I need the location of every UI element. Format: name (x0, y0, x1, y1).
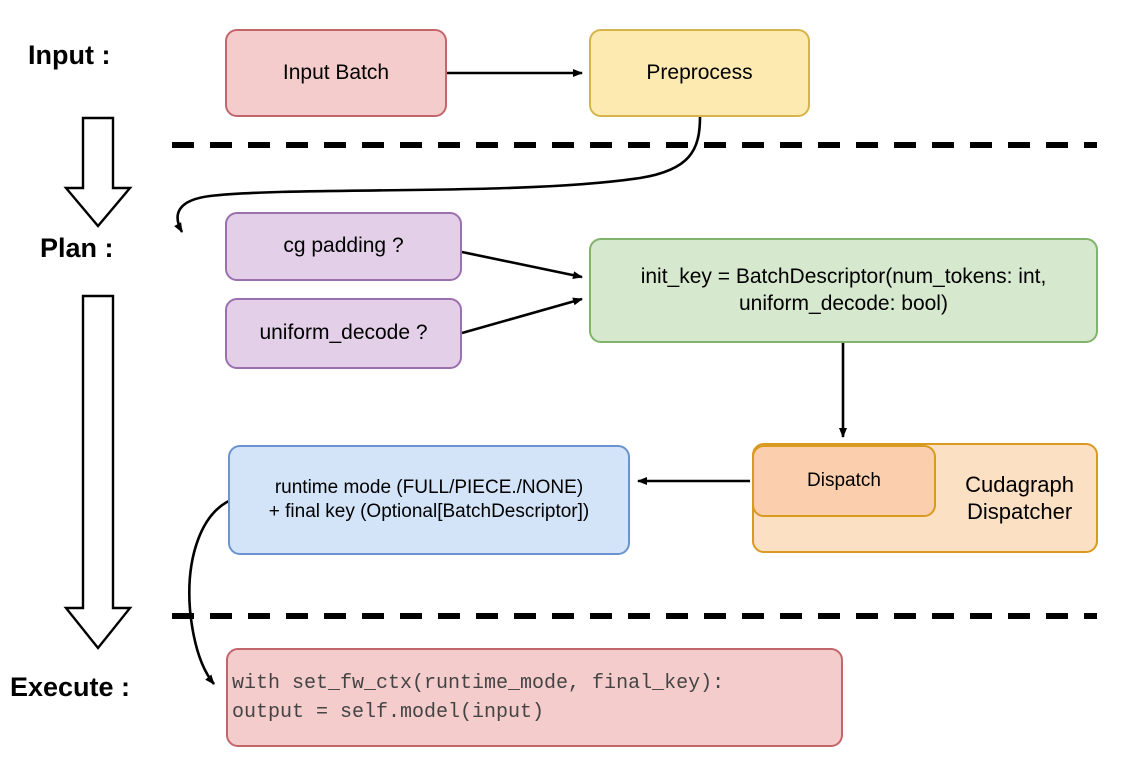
node-input-batch-label: Input Batch (282, 60, 390, 84)
node-init-key[interactable]: init_key = BatchDescriptor(num_tokens: i… (589, 238, 1098, 343)
node-execute-code-label: with set_fw_ctx(runtime_mode, final_key)… (232, 671, 725, 724)
node-uniform-decode-label: uniform_decode ? (259, 321, 428, 345)
node-preprocess-label: Preprocess (646, 60, 753, 84)
node-init-key-label: init_key = BatchDescriptor(num_tokens: i… (640, 265, 1047, 315)
node-cudagraph-dispatcher-label: Cudagraph Dispatcher (965, 471, 1074, 525)
node-preprocess[interactable]: Preprocess (589, 29, 810, 117)
node-cg-padding-label: cg padding ? (283, 234, 404, 258)
node-input-batch[interactable]: Input Batch (225, 29, 447, 117)
node-uniform-decode[interactable]: uniform_decode ? (225, 298, 462, 369)
node-cg-padding[interactable]: cg padding ? (225, 212, 462, 281)
connector-uniform-decode-to-init-key (461, 297, 583, 335)
stage-label-execute: Execute : (10, 672, 131, 702)
connector-cg-padding-to-init-key (461, 250, 583, 280)
stage-label-input: Input : (28, 40, 111, 70)
node-execute-code[interactable]: with set_fw_ctx(runtime_mode, final_key)… (226, 648, 843, 747)
node-runtime-mode[interactable]: runtime mode (FULL/PIECE./NONE) + final … (228, 445, 630, 555)
stage-label-plan: Plan : (40, 233, 114, 263)
node-dispatch-label: Dispatch (807, 470, 881, 492)
stage-arrow-plan-to-execute-icon (63, 294, 133, 650)
stage-arrow-input-to-plan-icon (63, 116, 133, 228)
node-dispatch[interactable]: Dispatch (752, 445, 936, 517)
node-runtime-mode-label: runtime mode (FULL/PIECE./NONE) + final … (268, 477, 590, 522)
